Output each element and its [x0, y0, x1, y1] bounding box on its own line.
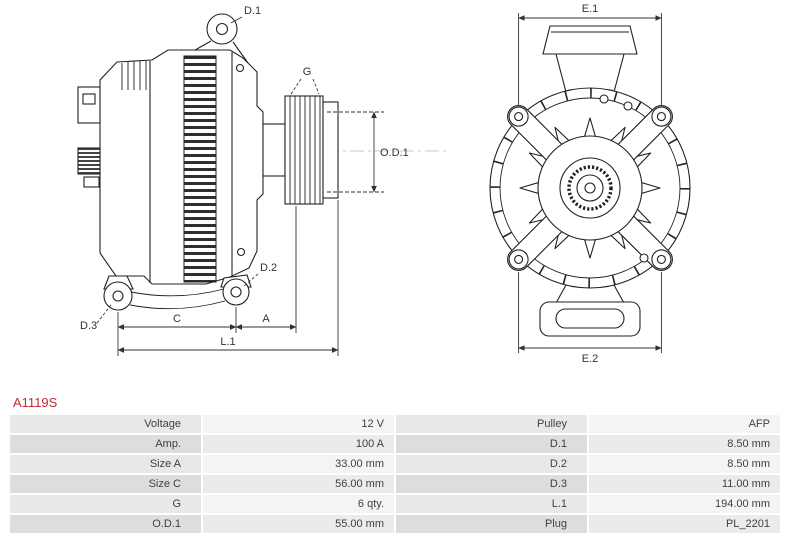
spec-value-d3: 11.00 mm	[589, 475, 780, 493]
table-row: Amp. 100 A D.1 8.50 mm	[10, 435, 780, 453]
dim-label-g: G	[303, 66, 312, 78]
spec-table: Voltage 12 V Pulley AFP Amp. 100 A D.1 8…	[8, 413, 782, 535]
spec-label-voltage: Voltage	[10, 415, 201, 433]
table-row: Voltage 12 V Pulley AFP	[10, 415, 780, 433]
spec-value-g: 6 qty.	[203, 495, 394, 513]
dim-label-c: C	[173, 313, 181, 325]
side-view-drawing	[77, 13, 448, 311]
spec-value-l1: 194.00 mm	[589, 495, 780, 513]
spec-value-d1: 8.50 mm	[589, 435, 780, 453]
dim-label-a: A	[262, 313, 270, 325]
spec-label-size-a: Size A	[10, 455, 201, 473]
front-view-drawing	[489, 25, 691, 337]
spec-value-pulley: AFP	[589, 415, 780, 433]
spec-label-l1: L.1	[396, 495, 587, 513]
technical-drawing: D.1 G O.D.1 D.2 D.3 C A L.1	[77, 3, 691, 365]
spec-label-od1: O.D.1	[10, 515, 201, 533]
alternator-body	[99, 49, 264, 285]
dim-label-e2: E.2	[582, 353, 599, 365]
dim-label-d3: D.3	[80, 320, 97, 332]
spec-label-d3: D.3	[396, 475, 587, 493]
side-view-dimensions: D.1 G O.D.1 D.2 D.3 C A L.1	[80, 5, 409, 356]
table-row: O.D.1 55.00 mm Plug PL_2201	[10, 515, 780, 533]
spec-label-d2: D.2	[396, 455, 587, 473]
spec-value-amp: 100 A	[203, 435, 394, 453]
spec-value-size-a: 33.00 mm	[203, 455, 394, 473]
spec-value-d2: 8.50 mm	[589, 455, 780, 473]
dim-label-d2: D.2	[260, 262, 277, 274]
spec-value-od1: 55.00 mm	[203, 515, 394, 533]
spec-label-amp: Amp.	[10, 435, 201, 453]
fin-stack	[183, 55, 217, 283]
spec-label-d1: D.1	[396, 435, 587, 453]
pulley	[284, 95, 324, 205]
spec-label-g: G	[10, 495, 201, 513]
connector-block	[77, 86, 101, 124]
part-number: A1119S	[13, 395, 58, 410]
spec-label-plug: Plug	[396, 515, 587, 533]
dim-label-l1: L.1	[220, 336, 235, 348]
dim-label-od1: O.D.1	[380, 147, 409, 159]
terminal-block	[77, 147, 101, 175]
top-bracket	[542, 25, 638, 55]
spec-value-voltage: 12 V	[203, 415, 394, 433]
shaft-splines	[567, 165, 613, 211]
front-view-dimensions: E.1 E.2	[518, 3, 662, 365]
spec-label-pulley: Pulley	[396, 415, 587, 433]
table-row: G 6 qty. L.1 194.00 mm	[10, 495, 780, 513]
spec-label-size-c: Size C	[10, 475, 201, 493]
dim-label-e1: E.1	[582, 3, 599, 15]
spec-value-plug: PL_2201	[589, 515, 780, 533]
spec-value-size-c: 56.00 mm	[203, 475, 394, 493]
table-row: Size C 56.00 mm D.3 11.00 mm	[10, 475, 780, 493]
dim-label-d1: D.1	[244, 5, 261, 17]
table-row: Size A 33.00 mm D.2 8.50 mm	[10, 455, 780, 473]
